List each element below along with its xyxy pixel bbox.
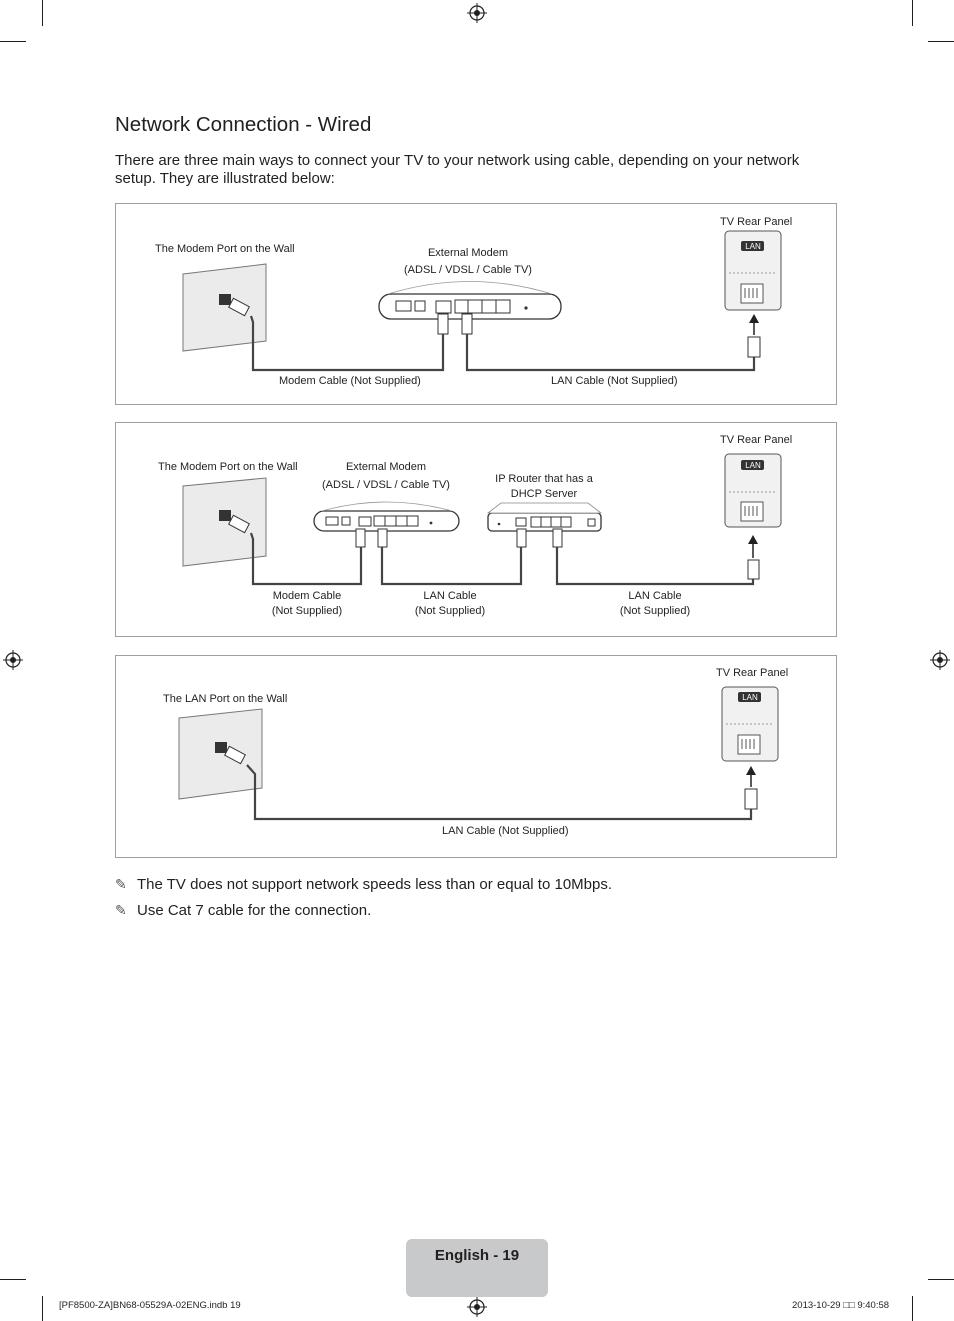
diagram-lan-wall-drawing [178, 686, 779, 821]
modem-type-label: (ADSL / VDSL / Cable TV) [322, 479, 450, 491]
router-label: IP Router that has a [495, 473, 593, 485]
crop-mark [42, 0, 43, 26]
tv-rear-panel-label: TV Rear Panel [720, 216, 793, 228]
tv-lan-label: LAN [742, 693, 758, 702]
diagram-modem-router-drawing [182, 453, 782, 586]
crop-mark [928, 41, 954, 42]
note-item: ✎ The TV does not support network speeds … [115, 876, 612, 893]
lan-cable-label: LAN Cable (Not Supplied) [551, 375, 678, 387]
diagram-modem-direct: LAN The Modem Port on the Wall External … [115, 203, 837, 405]
crop-mark [928, 1279, 954, 1280]
lan-cable-supply-label: (Not Supplied) [414, 605, 486, 617]
crop-mark [42, 1296, 43, 1321]
crop-mark [912, 0, 913, 26]
tv-lan-label: LAN [745, 242, 761, 251]
registration-mark-icon [467, 1297, 487, 1317]
tv-lan-label: LAN [745, 461, 761, 470]
modem-type-label: (ADSL / VDSL / Cable TV) [404, 264, 532, 276]
pencil-note-icon: ✎ [115, 902, 127, 918]
note-text: The TV does not support network speeds l… [137, 876, 613, 893]
registration-mark-icon [930, 650, 950, 670]
note-item: ✎ Use Cat 7 cable for the connection. [115, 902, 371, 919]
tv-rear-panel-label: TV Rear Panel [720, 434, 793, 446]
tv-rear-panel-label: TV Rear Panel [716, 667, 789, 679]
diagram-lan-wall: LAN The LAN Port on the Wall TV Rear Pan… [115, 655, 837, 858]
modem-cable-supply-label: (Not Supplied) [271, 605, 343, 617]
modem-label: External Modem [345, 461, 427, 473]
footer-timestamp: 2013-10-29 □□ 9:40:58 [792, 1300, 890, 1311]
page-number-label: English - 19 [434, 1247, 520, 1264]
registration-mark-icon [3, 650, 23, 670]
crop-mark [0, 41, 26, 42]
lan-cable-supply-label: (Not Supplied) [619, 605, 691, 617]
modem-label: External Modem [427, 247, 509, 259]
diagram-modem-router: LAN The Modem Port on the Wall External … [115, 422, 837, 637]
wall-port-label: The Modem Port on the Wall [158, 461, 298, 473]
registration-mark-icon [467, 3, 487, 23]
footer-file-info: [PF8500-ZA]BN68-05529A-02ENG.indb 19 [59, 1300, 241, 1311]
modem-cable-label: Modem Cable [272, 590, 342, 602]
crop-mark [912, 1296, 913, 1321]
lan-cable-label: LAN Cable [628, 590, 682, 602]
pencil-note-icon: ✎ [115, 876, 127, 892]
crop-mark [0, 1279, 26, 1280]
router-dhcp-label: DHCP Server [510, 488, 578, 500]
page-number-tab: English - 19 [406, 1239, 548, 1297]
lan-cable-label: LAN Cable [423, 590, 477, 602]
page-title: Network Connection - Wired [115, 113, 372, 136]
lan-cable-label: LAN Cable (Not Supplied) [442, 825, 569, 837]
modem-cable-label: Modem Cable (Not Supplied) [279, 375, 421, 387]
diagram-modem-direct-drawing [182, 230, 782, 372]
note-text: Use Cat 7 cable for the connection. [137, 902, 372, 919]
wall-port-label: The Modem Port on the Wall [155, 243, 295, 255]
wall-port-label: The LAN Port on the Wall [163, 693, 288, 705]
intro-paragraph: There are three main ways to connect you… [115, 152, 800, 187]
